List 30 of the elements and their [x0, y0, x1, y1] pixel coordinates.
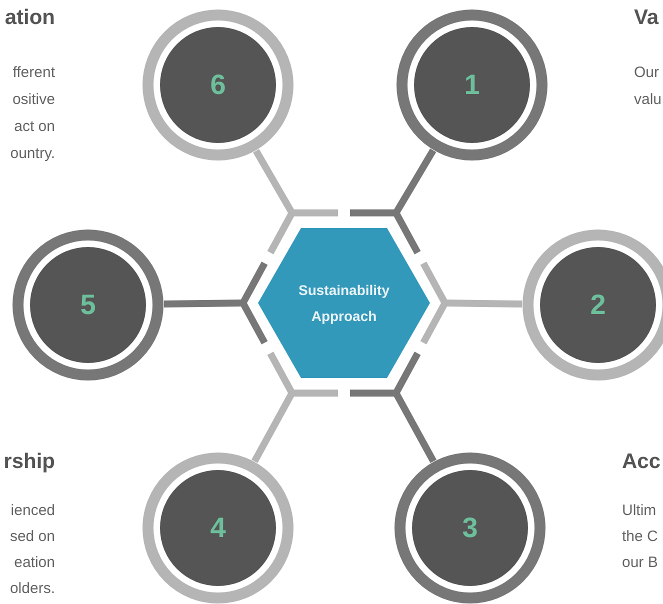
- number-circle: [142, 452, 294, 604]
- section-heading: Va: [634, 6, 659, 30]
- number-circle: [396, 9, 548, 161]
- section-heading: Acc: [622, 450, 661, 474]
- step-number: 3: [461, 511, 479, 545]
- step-number: 2: [589, 288, 607, 322]
- description-text: Our: [634, 64, 660, 82]
- step-number: 5: [79, 288, 97, 322]
- description-text: valu: [634, 91, 662, 109]
- description-text: ountry.: [10, 145, 55, 163]
- description-text: ienced: [10, 502, 55, 520]
- number-circle: [394, 452, 546, 604]
- description-text: Ultim: [622, 502, 656, 520]
- description-text: fferent: [12, 64, 55, 82]
- description-text: eation: [14, 554, 55, 572]
- step-number: 1: [463, 68, 481, 102]
- description-text: sed on: [10, 528, 55, 546]
- number-circle: [142, 9, 294, 161]
- step-number: 6: [209, 68, 227, 102]
- hexagon-node: [258, 228, 430, 378]
- description-text: act on: [14, 118, 55, 136]
- section-heading: ation: [4, 6, 55, 30]
- section-heading: rship: [4, 450, 55, 474]
- step-number: 4: [209, 511, 227, 545]
- center-title: Sustainability Approach: [297, 281, 391, 326]
- description-text: our B: [622, 554, 658, 572]
- description-text: olders.: [10, 580, 55, 598]
- description-text: ositive: [12, 91, 55, 109]
- description-text: the C: [622, 528, 658, 546]
- number-circle: [12, 229, 164, 381]
